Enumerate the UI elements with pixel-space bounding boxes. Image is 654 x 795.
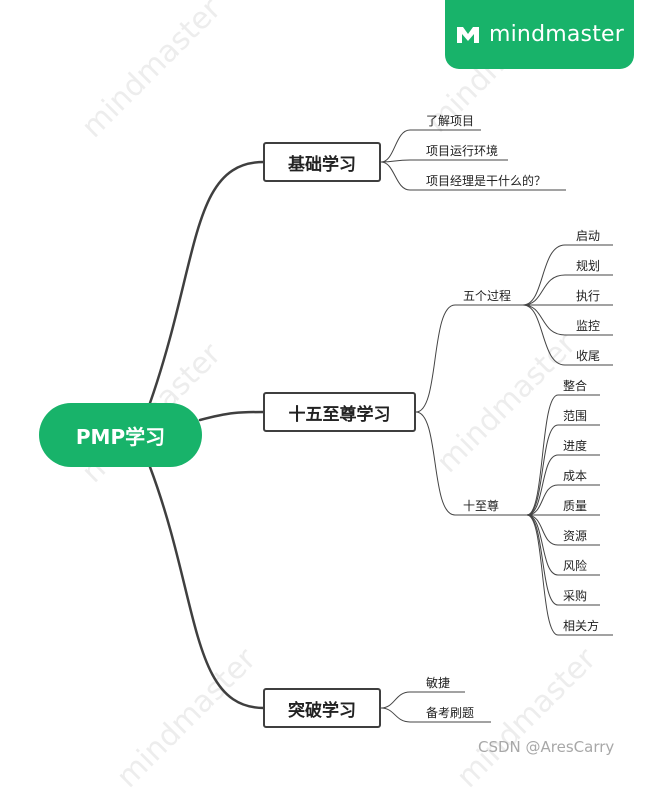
subtopic[interactable]: 质量 xyxy=(563,499,588,513)
connector xyxy=(522,304,613,366)
connector xyxy=(415,411,527,516)
connector xyxy=(380,691,465,709)
root-topic[interactable]: PMP学习 xyxy=(39,403,202,467)
subtopic[interactable]: 相关方 xyxy=(563,619,600,633)
topic-breakthrough[interactable]: 突破学习 xyxy=(263,688,381,728)
topic-basic[interactable]: 基础学习 xyxy=(263,142,381,182)
subtopic-group[interactable]: 十至尊 xyxy=(463,499,500,513)
subtopic[interactable]: 收尾 xyxy=(576,349,601,363)
subtopic-group[interactable]: 五个过程 xyxy=(463,289,512,303)
connector xyxy=(380,161,566,191)
subtopic[interactable]: 敏捷 xyxy=(426,676,451,690)
subtopic[interactable]: 风险 xyxy=(563,559,588,573)
connector xyxy=(526,484,600,516)
connector xyxy=(198,410,266,422)
connector xyxy=(526,514,600,546)
connector xyxy=(526,424,600,516)
subtopic[interactable]: 资源 xyxy=(563,529,588,543)
connector xyxy=(526,454,600,516)
connector-layer xyxy=(148,129,613,723)
subtopic[interactable]: 采购 xyxy=(563,589,588,603)
connector xyxy=(148,160,266,405)
subtopic[interactable]: 整合 xyxy=(563,379,588,393)
connector xyxy=(380,159,508,163)
connector xyxy=(522,304,613,336)
subtopic[interactable]: 监控 xyxy=(576,319,601,333)
csdn-credit: CSDN @AresCarry xyxy=(478,738,615,756)
connector xyxy=(526,394,600,516)
subtopic[interactable]: 启动 xyxy=(576,229,601,243)
connector xyxy=(380,129,481,163)
mindmaster-brand: mindmaster xyxy=(445,0,634,69)
subtopic[interactable]: 项目经理是干什么的？ xyxy=(426,174,547,188)
mindmaster-logo-icon xyxy=(456,26,479,43)
connector xyxy=(380,707,491,723)
connector xyxy=(522,244,613,306)
subtopic[interactable]: 执行 xyxy=(576,289,601,303)
subtopic[interactable]: 规划 xyxy=(576,259,601,273)
brand-text: mindmaster xyxy=(488,22,625,47)
topic-fifteen[interactable]: 十五至尊学习 xyxy=(263,392,416,432)
connector xyxy=(415,304,523,413)
subtopic[interactable]: 进度 xyxy=(563,439,588,453)
subtopic[interactable]: 项目运行环境 xyxy=(426,144,499,158)
connector xyxy=(526,514,600,576)
subtopic[interactable]: 了解项目 xyxy=(426,114,475,128)
connector xyxy=(522,274,613,306)
subtopic[interactable]: 范围 xyxy=(563,409,588,423)
connector xyxy=(148,465,266,710)
subtopic[interactable]: 成本 xyxy=(563,469,588,483)
connector xyxy=(526,514,613,636)
subtopic[interactable]: 备考刷题 xyxy=(426,706,475,720)
